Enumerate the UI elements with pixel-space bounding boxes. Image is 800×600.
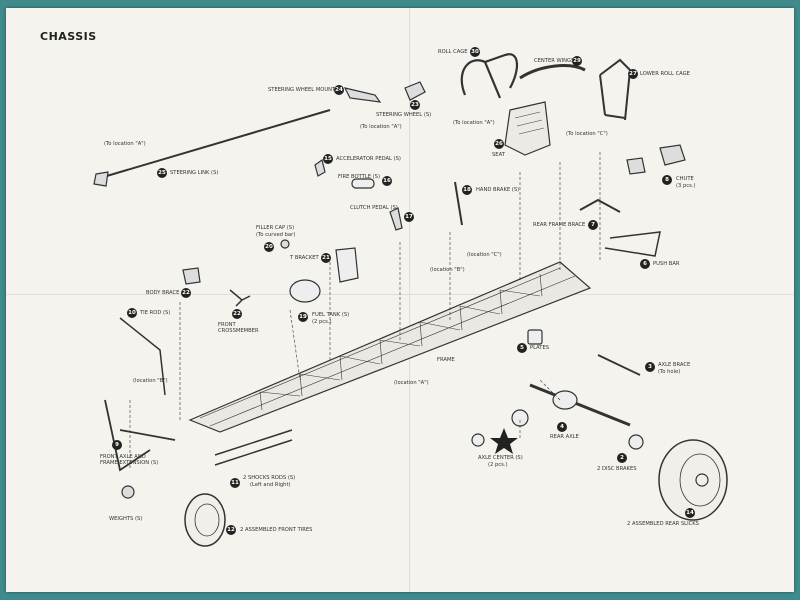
label-axle-center: AXLE CENTER (S) <box>478 455 523 461</box>
part-number-2: 2 <box>617 453 627 463</box>
label-rear-frame-brace: REAR FRAME BRACE <box>533 222 586 228</box>
label-frame: FRAME <box>437 357 455 363</box>
part-number-15: 15 <box>323 154 333 164</box>
chute-quantity: (3 pcs.) <box>676 183 696 189</box>
front-tire-drawing <box>184 493 226 547</box>
part-number-16: 16 <box>382 176 392 186</box>
label-steering-wheel-mount: STEERING WHEEL MOUNT <box>268 87 336 93</box>
part-number-23: 23 <box>410 100 420 110</box>
note-location-b: (location "B") <box>430 267 465 273</box>
center-wings-drawing <box>519 64 586 80</box>
label-axle-brace: AXLE BRACE <box>658 362 691 368</box>
axle-center-quantity: (2 pcs.) <box>488 462 508 468</box>
lower-roll-cage-drawing <box>599 58 632 121</box>
label-front-crossmember: FRONT CROSSMEMBER <box>218 322 259 334</box>
label-disc-brakes: 2 DISC BRAKES <box>597 466 637 472</box>
part-number-14: 14 <box>685 508 695 518</box>
part-number-12: 12 <box>226 525 236 535</box>
part-number-5: 5 <box>517 343 527 353</box>
label-fire-bottle: FIRE BOTTLE (S) <box>338 174 380 180</box>
part-number-29: 29 <box>572 56 582 66</box>
label-t-bracket: T BRACKET <box>290 255 319 261</box>
part-number-22-body-brace: 22 <box>181 288 191 298</box>
label-chute: CHUTE <box>676 176 694 182</box>
rear-axle-drawing <box>529 383 631 427</box>
frame-drawing <box>188 261 592 433</box>
part-number-27: 27 <box>628 69 638 79</box>
label-steering-wheel: STEERING WHEEL (S) <box>376 112 432 118</box>
label-accelerator-pedal: ACCELERATOR PEDAL (S) <box>336 156 401 162</box>
part-number-17: 17 <box>404 212 414 222</box>
part-number-22-crossmember: 22 <box>232 309 242 319</box>
label-body-brace: BODY BRACE <box>146 290 180 296</box>
axle-brace-note: (To hole) <box>658 369 681 375</box>
label-seat: SEAT <box>492 152 505 158</box>
label-rear-axle: REAR AXLE <box>550 434 579 440</box>
steering-link-drawing <box>99 109 331 179</box>
note-location-a-left: (To location "A") <box>104 141 146 147</box>
label-push-bar: PUSH BAR <box>653 261 680 267</box>
part-number-26: 26 <box>494 139 504 149</box>
note-location-c: (location "C") <box>467 252 502 258</box>
part-number-7: 7 <box>588 220 598 230</box>
label-filler-cap: FILLER CAP (S) <box>256 225 295 231</box>
label-hand-brake: HAND BRAKE (S) <box>476 187 520 193</box>
note-location-a-frame: (location "A") <box>394 380 429 386</box>
part-number-21: 21 <box>321 253 331 263</box>
label-fuel-tank: FUEL TANK (S) <box>312 312 350 318</box>
steering-wheel-drawing <box>404 81 426 101</box>
label-clutch-pedal: CLUTCH PEDAL (S) <box>350 205 398 211</box>
front-axle-drawing <box>104 399 176 472</box>
note-location-c-cage: (To location "C") <box>566 131 608 137</box>
label-front-axle: FRONT AXLE AND FRAME EXTENSION (S) <box>100 454 159 466</box>
label-rear-slicks: 2 ASSEMBLED REAR SLICKS <box>627 521 699 527</box>
rear-slick-drawing <box>658 439 728 521</box>
label-steering-link: STEERING LINK (S) <box>170 170 219 176</box>
part-number-8: 8 <box>662 175 672 185</box>
note-location-a-wheel: (To location "A") <box>360 124 402 130</box>
center-fold <box>409 8 411 592</box>
part-number-24: 24 <box>334 85 344 95</box>
label-center-wings: CENTER WINGS <box>534 58 575 64</box>
star-icon <box>490 428 518 454</box>
part-number-10: 10 <box>127 308 137 318</box>
part-number-3: 3 <box>645 362 655 372</box>
steering-mount-drawing <box>343 87 382 103</box>
part-number-19: 19 <box>298 312 308 322</box>
label-tie-rod: TIE ROD (S) <box>140 310 171 316</box>
filler-cap-note: (To curved bar) <box>256 232 296 238</box>
fuel-tank-quantity: (2 pcs.) <box>312 319 332 325</box>
shocks-note: (Left and Right) <box>250 482 291 488</box>
page-title: CHASSIS <box>40 30 97 43</box>
label-front-tires: 2 ASSEMBLED FRONT TIRES <box>240 527 313 533</box>
note-location-a-cage: (To location "A") <box>453 120 495 126</box>
note-location-b-left: (location "B") <box>133 378 168 384</box>
seat-drawing <box>504 101 551 156</box>
label-lower-roll-cage: LOWER ROLL CAGE <box>640 71 690 77</box>
roll-cage-drawing <box>460 53 518 99</box>
label-weights: WEIGHTS (S) <box>109 516 143 522</box>
part-number-6: 6 <box>640 259 650 269</box>
label-roll-cage: ROLL CAGE <box>438 49 468 55</box>
part-number-30: 30 <box>470 47 480 57</box>
part-number-20: 20 <box>264 242 274 252</box>
label-plates: PLATES <box>530 345 550 351</box>
part-number-11: 11 <box>230 478 240 488</box>
part-number-18: 18 <box>462 185 472 195</box>
part-number-25: 25 <box>157 168 167 178</box>
part-number-4: 4 <box>557 422 567 432</box>
part-number-9: 9 <box>112 440 122 450</box>
label-shocks-rods: 2 SHOCKS RODS (S) <box>243 475 296 481</box>
